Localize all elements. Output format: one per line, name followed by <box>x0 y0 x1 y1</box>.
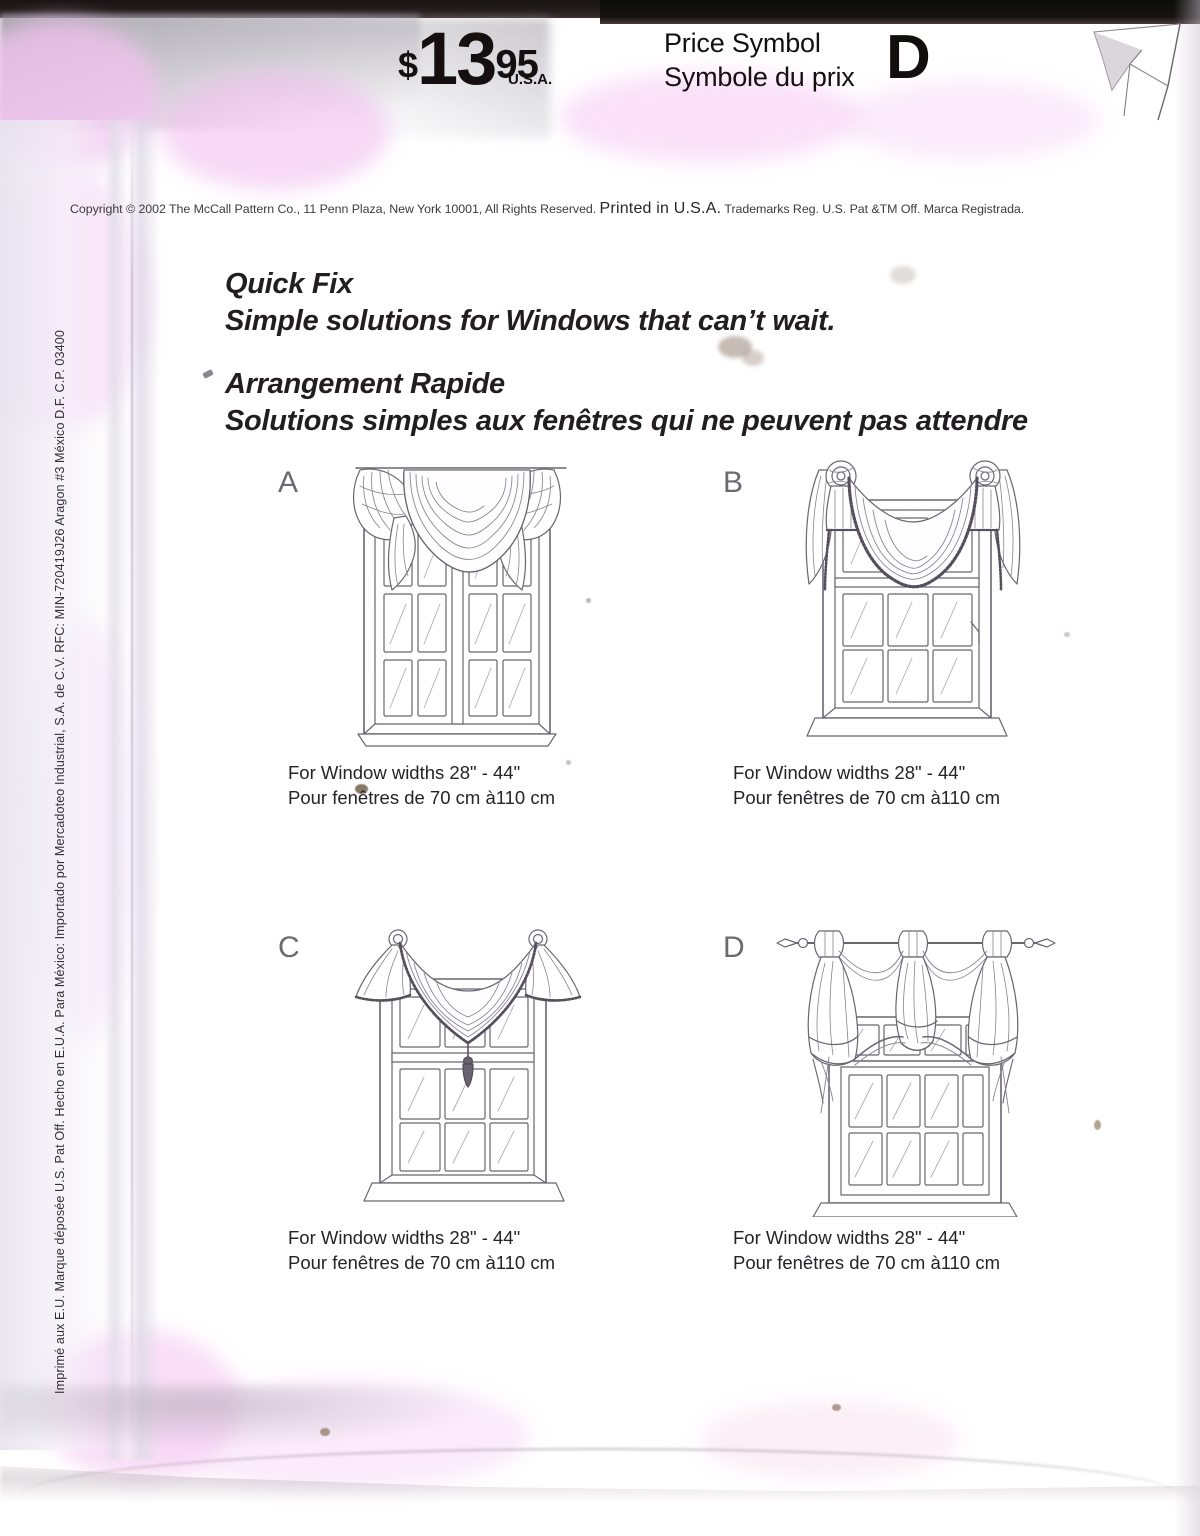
scan-fleck <box>355 784 368 794</box>
view-b: B <box>705 452 1155 922</box>
view-d-caption: For Window widths 28" - 44" Pour fenêtre… <box>733 1225 1000 1275</box>
copyright-part-1: Copyright © 2002 The McCall Pattern Co.,… <box>70 202 600 216</box>
view-b-caption: For Window widths 28" - 44" Pour fenêtre… <box>733 760 1000 810</box>
view-d-illustration <box>763 917 1063 1217</box>
scan-fleck <box>832 1404 841 1411</box>
headline-en-title: Quick Fix <box>225 268 353 300</box>
view-c-caption-fr: Pour fenêtres de 70 cm à110 cm <box>288 1252 556 1273</box>
paper-bottom-edge-line <box>20 1448 1180 1496</box>
paper-right-edge-shadow <box>1174 0 1200 1536</box>
view-b-caption-fr: Pour fenêtres de 70 cm à110 cm <box>733 787 1001 808</box>
view-c-illustration <box>318 917 618 1217</box>
scan-smudge <box>718 336 752 358</box>
price-symbol-value: D <box>886 23 931 92</box>
view-a-caption-fr: Pour fenêtres de 70 cm à110 cm <box>288 787 556 808</box>
headline-en-subtitle: Simple solutions for Windows that can’t … <box>225 305 836 337</box>
view-a: A <box>260 452 710 922</box>
price-cents: 95 <box>495 42 538 87</box>
scan-left-margin-shading <box>0 120 120 1450</box>
view-c-caption-en: For Window widths 28" - 44" <box>288 1227 521 1248</box>
headline-block: Quick Fix Simple solutions for Windows t… <box>202 266 1028 440</box>
copyright-printed-in-usa: Printed in U.S.A. <box>599 200 722 217</box>
scan-top-black-bar-right <box>600 0 1200 24</box>
view-d-letter: D <box>723 931 745 964</box>
view-a-caption: For Window widths 28" - 44" Pour fenêtre… <box>288 760 555 810</box>
scan-fleck <box>1064 632 1070 637</box>
scan-fleck <box>1094 1120 1101 1130</box>
price-symbol-label-en: Price Symbol <box>664 28 821 58</box>
paper-fold-crease-line <box>131 126 133 1446</box>
view-a-illustration <box>318 452 618 752</box>
view-a-caption-en: For Window widths 28" - 44" <box>288 762 521 783</box>
price-symbol-label-fr: Symbole du prix <box>664 62 855 93</box>
scan-fleck <box>566 760 571 765</box>
price-symbol-labels: Price Symbol Symbole du prix <box>664 26 855 94</box>
copyright-part-3: Trademarks Reg. U.S. Pat &TM Off. Marca … <box>721 202 1025 216</box>
view-d-caption-fr: Pour fenêtres de 70 cm à110 cm <box>733 1252 1001 1273</box>
view-d: D <box>705 917 1155 1387</box>
view-b-caption-en: For Window widths 28" - 44" <box>733 762 966 783</box>
scan-smudge <box>890 266 916 284</box>
view-c-letter: C <box>278 931 300 964</box>
view-b-letter: B <box>723 466 744 499</box>
headline-fr-subtitle: Solutions simples aux fenêtres qui ne pe… <box>225 405 1028 437</box>
view-a-letter: A <box>278 466 299 499</box>
headline-fr-title: Arrangement Rapide <box>225 368 505 400</box>
scan-smudge <box>742 350 764 366</box>
price-block: $1395 U.S.A. <box>398 22 552 96</box>
scan-fleck <box>586 598 591 603</box>
price-region: U.S.A. <box>508 71 553 88</box>
copyright-line: Copyright © 2002 The McCall Pattern Co.,… <box>70 200 1160 218</box>
view-c: C <box>260 917 710 1387</box>
price-dollars: 13 <box>417 17 497 100</box>
scan-fleck <box>320 1428 330 1436</box>
price-currency: $ <box>398 44 418 86</box>
view-c-caption: For Window widths 28" - 44" Pour fenêtre… <box>288 1225 555 1275</box>
view-d-caption-en: For Window widths 28" - 44" <box>733 1227 966 1248</box>
torn-corner-flap <box>1093 23 1181 121</box>
view-b-illustration <box>763 452 1063 752</box>
